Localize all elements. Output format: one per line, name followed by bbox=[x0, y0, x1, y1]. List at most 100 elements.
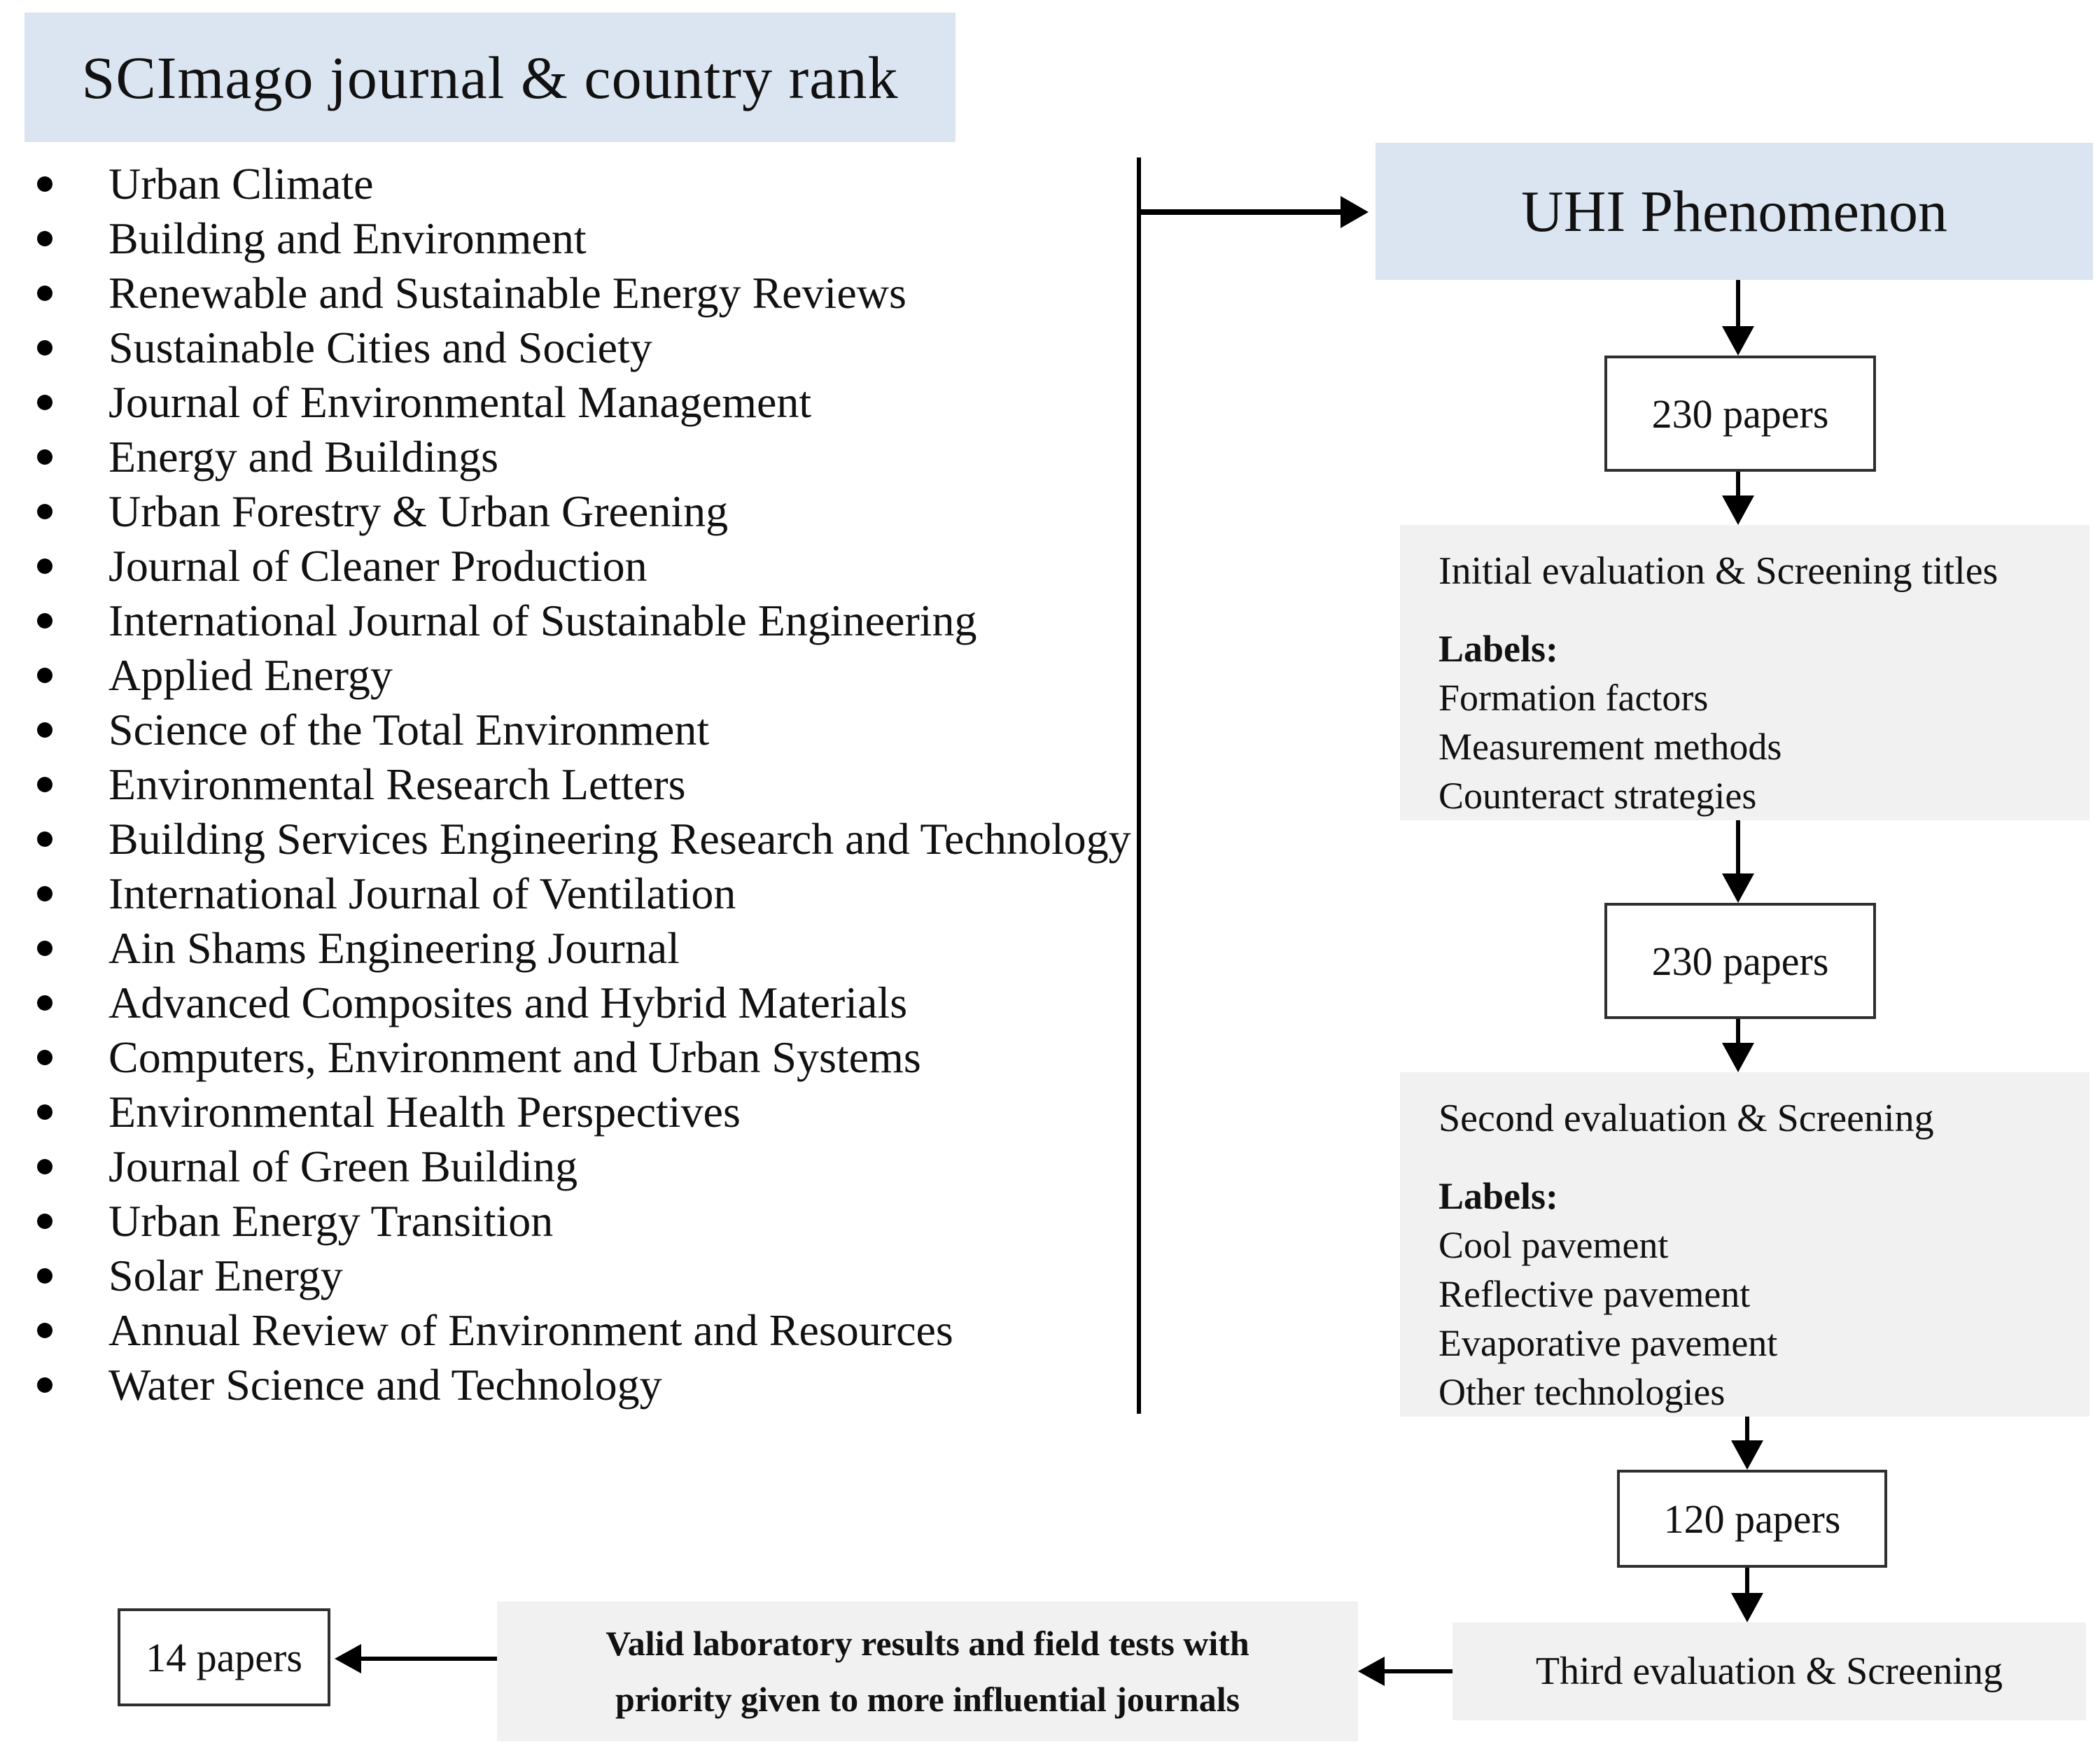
arrow-6-shaft bbox=[1745, 1568, 1749, 1593]
stage-second-evaluation-box: Second evaluation & Screening Labels: Co… bbox=[1400, 1072, 2090, 1417]
list-item: Urban Forestry & Urban Greening bbox=[24, 484, 1130, 539]
bullet-icon bbox=[37, 395, 52, 410]
journal-name: Advanced Composites and Hybrid Materials bbox=[108, 978, 908, 1027]
bullet-icon bbox=[37, 559, 52, 574]
bullet-icon bbox=[37, 1323, 52, 1338]
label-item: Other technologies bbox=[1438, 1371, 1726, 1413]
journal-name: Science of the Total Environment bbox=[108, 705, 710, 754]
list-item: Annual Review of Environment and Resourc… bbox=[24, 1303, 1130, 1358]
list-item: Energy and Buildings bbox=[24, 430, 1130, 484]
journal-name: Urban Climate bbox=[108, 159, 374, 209]
journal-name: Building Services Engineering Research a… bbox=[108, 814, 1131, 864]
list-item: Sustainable Cities and Society bbox=[24, 321, 1130, 375]
label-item: Cool pavement bbox=[1438, 1224, 1669, 1266]
label-item: Formation factors bbox=[1438, 677, 1709, 719]
journal-name: Annual Review of Environment and Resourc… bbox=[108, 1305, 953, 1355]
list-item: Journal of Environmental Management bbox=[24, 375, 1130, 430]
journal-name: Environmental Research Letters bbox=[108, 759, 686, 809]
list-item: Solar Energy bbox=[24, 1249, 1130, 1303]
arrow-down-icon bbox=[1731, 1440, 1763, 1470]
journal-name: Urban Energy Transition bbox=[108, 1196, 554, 1246]
stage-third-evaluation-box: Third evaluation & Screening bbox=[1452, 1622, 2086, 1720]
source-header-box: SCImago journal & country rank bbox=[24, 13, 955, 142]
bullet-icon bbox=[37, 886, 52, 901]
bullet-icon bbox=[37, 1159, 52, 1174]
journal-name: Environmental Health Perspectives bbox=[108, 1087, 741, 1137]
list-item: International Journal of Sustainable Eng… bbox=[24, 593, 1130, 648]
bullet-icon bbox=[37, 1214, 52, 1229]
count-label: 230 papers bbox=[1651, 391, 1829, 437]
count-box-120: 120 papers bbox=[1617, 1470, 1887, 1568]
journal-name: Solar Energy bbox=[108, 1251, 343, 1300]
list-item: Urban Climate bbox=[24, 157, 1130, 211]
spacer bbox=[1438, 1144, 2076, 1172]
bullet-icon bbox=[37, 286, 52, 301]
list-item: Water Science and Technology bbox=[24, 1358, 1130, 1412]
bullet-icon bbox=[37, 1268, 52, 1284]
uhi-phenomenon-box: UHI Phenomenon bbox=[1376, 143, 2093, 280]
arrow-down-icon bbox=[1722, 1043, 1754, 1072]
arrow-5-shaft bbox=[1745, 1417, 1749, 1440]
bullet-icon bbox=[37, 340, 52, 356]
journal-name: Water Science and Technology bbox=[108, 1360, 662, 1410]
criteria-box: Valid laboratory results and field tests… bbox=[497, 1601, 1358, 1741]
arrow-2-shaft bbox=[1736, 472, 1740, 496]
list-item: Renewable and Sustainable Energy Reviews bbox=[24, 266, 1130, 321]
arrow-to-uhi-shaft bbox=[1141, 209, 1342, 215]
divider-line bbox=[1137, 157, 1141, 1414]
stage-initial-evaluation-box: Initial evaluation & Screening titles La… bbox=[1400, 525, 2090, 820]
journal-name: Journal of Environmental Management bbox=[108, 377, 812, 427]
arrow-left-icon bbox=[1358, 1657, 1385, 1686]
bullet-icon bbox=[37, 831, 52, 847]
journal-name: Journal of Green Building bbox=[108, 1142, 578, 1191]
journal-name: International Journal of Ventilation bbox=[108, 869, 736, 918]
journal-name: Renewable and Sustainable Energy Reviews bbox=[108, 268, 906, 318]
count-label: 120 papers bbox=[1663, 1496, 1841, 1542]
count-label: 230 papers bbox=[1651, 938, 1829, 984]
journal-name: Sustainable Cities and Society bbox=[108, 323, 652, 372]
journal-name: Ain Shams Engineering Journal bbox=[108, 923, 680, 973]
list-item: Computers, Environment and Urban Systems bbox=[24, 1030, 1130, 1085]
count-box-230-second: 230 papers bbox=[1604, 903, 1876, 1019]
journal-name: International Journal of Sustainable Eng… bbox=[108, 596, 977, 645]
list-item: Environmental Health Perspectives bbox=[24, 1085, 1130, 1139]
journal-name: Journal of Cleaner Production bbox=[108, 541, 648, 591]
source-header-title: SCImago journal & country rank bbox=[81, 43, 899, 111]
arrow-down-icon bbox=[1731, 1593, 1763, 1622]
label-item: Reflective pavement bbox=[1438, 1273, 1751, 1315]
list-item: Science of the Total Environment bbox=[24, 703, 1130, 757]
arrow-8-shaft bbox=[361, 1657, 497, 1661]
count-label: 14 papers bbox=[146, 1634, 302, 1680]
arrow-1-shaft bbox=[1736, 280, 1740, 326]
bullet-icon bbox=[37, 1050, 52, 1065]
bullet-icon bbox=[37, 1377, 52, 1393]
criteria-line-2: priority given to more influential journ… bbox=[615, 1680, 1240, 1719]
arrow-right-icon bbox=[1340, 196, 1368, 228]
bullet-icon bbox=[37, 613, 52, 628]
count-box-230-initial: 230 papers bbox=[1604, 356, 1876, 472]
label-item: Evaporative pavement bbox=[1438, 1322, 1778, 1364]
criteria-line-1: Valid laboratory results and field tests… bbox=[606, 1624, 1250, 1663]
stage-title: Third evaluation & Screening bbox=[1535, 1650, 2003, 1693]
arrow-3-shaft bbox=[1736, 820, 1740, 873]
list-item: Ain Shams Engineering Journal bbox=[24, 921, 1130, 976]
arrow-down-icon bbox=[1722, 496, 1754, 525]
bullet-icon bbox=[37, 449, 52, 465]
journal-list: Urban Climate Building and Environment R… bbox=[24, 157, 1131, 1412]
stage-title: Second evaluation & Screening bbox=[1438, 1097, 1934, 1140]
bullet-icon bbox=[37, 668, 52, 683]
journal-name: Applied Energy bbox=[108, 650, 393, 700]
bullet-icon bbox=[37, 1104, 52, 1120]
uhi-phenomenon-title: UHI Phenomenon bbox=[1521, 178, 1947, 244]
list-item: Journal of Cleaner Production bbox=[24, 539, 1130, 593]
bullet-icon bbox=[37, 722, 52, 738]
bullet-icon bbox=[37, 176, 52, 192]
journal-name: Urban Forestry & Urban Greening bbox=[108, 486, 729, 536]
list-item: Urban Energy Transition bbox=[24, 1194, 1130, 1249]
count-box-14: 14 papers bbox=[118, 1608, 330, 1706]
bullet-icon bbox=[37, 777, 52, 792]
labels-heading: Labels: bbox=[1438, 1175, 1559, 1217]
bullet-icon bbox=[37, 231, 52, 246]
list-item: Building Services Engineering Research a… bbox=[24, 812, 1131, 866]
